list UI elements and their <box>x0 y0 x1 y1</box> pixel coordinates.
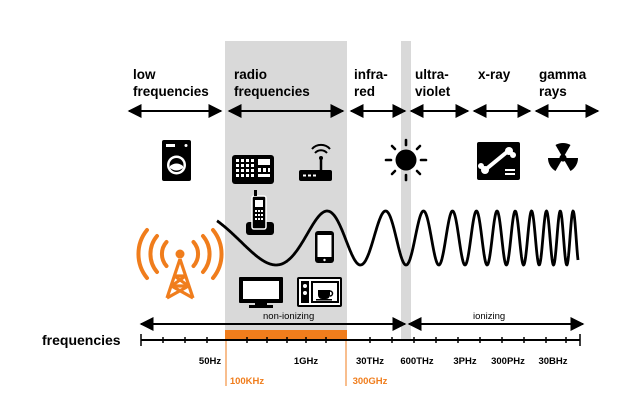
axis-ticks <box>140 334 581 346</box>
category-label-line1: radio <box>234 67 268 82</box>
category-label-line1: low <box>133 67 156 82</box>
category-radio-frequencies: radio frequencies <box>234 66 310 100</box>
category-label-line1: ultra- <box>415 67 449 82</box>
router-icon <box>299 143 332 181</box>
sun-icon <box>384 138 428 182</box>
category-low-frequencies: low frequencies <box>133 66 209 100</box>
tick-label-1ghz: 1GHz <box>293 356 319 367</box>
xray-icon <box>477 142 520 180</box>
non-ionizing-label: non-ionizing <box>263 311 315 322</box>
radiation-icon <box>548 142 578 171</box>
microwave-icon <box>297 277 342 307</box>
tick-label-300phz: 300PHz <box>491 356 525 367</box>
tick-label-30thz: 30THz <box>356 356 384 367</box>
tick-label-3phz: 3PHz <box>453 356 477 367</box>
cordless-phone-icon <box>246 190 274 235</box>
category-x-ray: x-ray <box>478 66 510 83</box>
category-label-line2: red <box>354 84 376 99</box>
category-label-line1: x-ray <box>478 67 511 82</box>
axis-label: frequencies <box>42 332 121 348</box>
tv-icon <box>239 277 283 308</box>
category-label-line2: violet <box>415 84 451 99</box>
category-infrared: infra- red <box>354 66 388 100</box>
radio-frequency-bar <box>225 330 347 339</box>
tick-label-100khz: 100KHz <box>229 376 265 387</box>
tick-label-600thz: 600THz <box>400 356 434 367</box>
category-gamma-rays: gamma rays <box>539 66 586 100</box>
category-label-line2: frequencies <box>234 84 310 99</box>
antenna-tower-icon <box>136 228 224 300</box>
category-label-line2: frequencies <box>133 84 209 99</box>
category-ultraviolet: ultra- violet <box>415 66 450 100</box>
tick-label-50hz: 50Hz <box>198 356 222 367</box>
ionizing-label: ionizing <box>473 311 506 322</box>
tick-label-300ghz: 300GHz <box>352 376 388 387</box>
category-label-line1: infra- <box>354 67 388 82</box>
em-wave <box>216 209 580 267</box>
visible-band-shade <box>401 41 411 340</box>
radio-icon <box>232 155 274 184</box>
category-label-line2: rays <box>539 84 567 99</box>
tick-label-30bhz: 30BHz <box>538 356 568 367</box>
smartphone-icon <box>315 231 334 263</box>
category-label-line1: gamma <box>539 67 587 82</box>
washing-machine-icon <box>162 140 191 181</box>
